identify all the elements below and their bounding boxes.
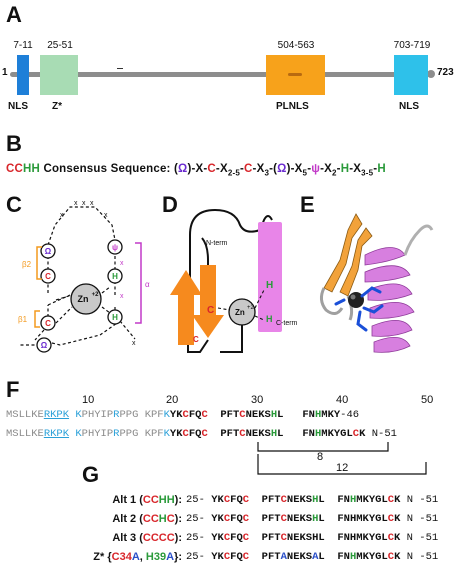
nls1-label: NLS — [8, 101, 28, 112]
alt2-label: Alt 2 (CCHC): — [112, 513, 182, 525]
svg-text:H: H — [266, 280, 273, 291]
nls2-range: 703-719 — [393, 40, 431, 51]
panel-label-c: C — [6, 192, 22, 217]
alpha-helix-bar — [258, 222, 282, 332]
svg-text:x: x — [60, 212, 64, 219]
svg-text:x: x — [90, 200, 94, 207]
svg-text:β1: β1 — [18, 315, 28, 324]
svg-text:α: α — [145, 280, 150, 289]
svg-text:x: x — [120, 260, 124, 267]
sequence-row-1: MSLLKERKPK KPHYIPRPPG KPFKYKCFQC PFTCNEK… — [6, 409, 360, 421]
svg-text:x: x — [104, 212, 108, 219]
svg-text:Zn: Zn — [235, 308, 245, 317]
svg-text:x: x — [82, 200, 86, 207]
spacing-brackets — [257, 442, 427, 475]
bracket-8-label: 8 — [317, 451, 324, 463]
plnls-range: 504-563 — [277, 40, 315, 51]
nls2-domain — [394, 55, 428, 95]
svg-text:x: x — [74, 200, 78, 207]
panel-e-protein-structure — [319, 213, 434, 353]
his-residue-2 — [107, 309, 123, 325]
consensus-sequence-line: CCHH Consensus Sequence: (Ω)-X-C-X2-5-C-… — [6, 163, 386, 177]
beta-strand-down — [192, 265, 224, 338]
svg-text:H: H — [266, 314, 273, 324]
tick-20: 20 — [166, 394, 179, 406]
alt2-sequence: 25- YKCFQC PFTCNEKSHL FNHMKYGLCK N -51 — [186, 513, 439, 525]
cchh-c: CC — [6, 163, 24, 175]
zstar-mutant-sequence: 25- YKCFQC PFTANEKSAL FNHMKYGLCK N -51 — [186, 551, 439, 563]
bracket-12-label: 12 — [336, 462, 349, 474]
panel-label-b: B — [6, 131, 22, 156]
backbone-tick — [117, 68, 123, 69]
cys-residue-1 — [40, 268, 56, 284]
panel-label-g: G — [82, 462, 100, 487]
omega-residue-bottom — [36, 337, 52, 353]
panel-label-d: D — [162, 192, 178, 217]
start-position: 1 — [2, 67, 8, 78]
consensus-seq: (Ω)-X-C-X2-5-C-X3-(Ω)-X5-ψ-X2-H-X3-5-H — [173, 163, 386, 178]
alt3-sequence: 25- YKCFQC PFTCNEKSHL FNHMKYGLCK N -51 — [186, 532, 439, 544]
svg-text:x: x — [132, 340, 136, 347]
backbone-end-cap — [427, 70, 435, 78]
beta-strand-up — [170, 270, 202, 345]
alt3-label: Alt 3 (CCCC): — [112, 532, 182, 544]
panel-label-a: A — [6, 2, 22, 27]
svg-text:x: x — [120, 293, 124, 300]
svg-text:C: C — [193, 335, 199, 344]
svg-text:N-term: N-term — [206, 240, 228, 247]
svg-text:C: C — [207, 305, 214, 316]
consensus-title: Consensus Sequence: — [43, 163, 171, 175]
svg-text:+2: +2 — [247, 305, 255, 311]
omega-residue-top — [40, 243, 56, 259]
svg-text:Ω: Ω — [45, 247, 52, 256]
zstar-label: Z* — [52, 101, 62, 112]
psi-residue — [107, 239, 123, 255]
cys-residue-2 — [40, 315, 56, 331]
svg-text:β2: β2 — [22, 260, 32, 269]
zstar-range: 25-51 — [47, 40, 73, 51]
svg-text:Ω: Ω — [41, 341, 48, 350]
panel-label-f: F — [6, 377, 20, 402]
zinc-ion — [70, 283, 102, 315]
bracket-12 — [257, 454, 427, 475]
nls1-range: 7-11 — [13, 40, 33, 51]
panel-label-e: E — [300, 192, 315, 217]
zinc-ion-d — [228, 298, 256, 326]
zstar-mutant-label: Z* {C34A, H39A}: — [93, 551, 182, 563]
end-position: 723 — [437, 67, 454, 78]
svg-text:H: H — [112, 313, 118, 322]
zstar-domain — [40, 55, 78, 95]
alt1-sequence: 25- YKCFQC PFTCNEKSHL FNHMKYGLCK N -51 — [186, 494, 439, 506]
bracket-8 — [257, 442, 389, 452]
svg-text:C: C — [45, 319, 51, 328]
tick-30: 30 — [251, 394, 264, 406]
his-residue-1 — [107, 268, 123, 284]
tick-10: 10 — [82, 394, 95, 406]
panel-d-fold-cartoon: N-term C-term Zn +2 C C H H — [170, 208, 298, 353]
cchh-h: HH — [23, 163, 41, 175]
svg-text:Zn: Zn — [78, 294, 89, 304]
plnls-mark — [288, 73, 302, 76]
nls1-domain — [17, 55, 29, 95]
sequence-row-2: MSLLKERKPK KPHYIPRPPG KPFKYKCFQC PFTCNEK… — [6, 428, 397, 440]
alt1-label: Alt 1 (CCHH): — [112, 494, 182, 506]
plnls-label: PLNLS — [276, 101, 309, 112]
svg-text:ψ: ψ — [112, 243, 118, 252]
svg-text:C: C — [45, 272, 51, 281]
svg-text:+2: +2 — [92, 292, 100, 298]
tick-40: 40 — [336, 394, 349, 406]
tick-50: 50 — [421, 394, 434, 406]
svg-text:C-term: C-term — [276, 320, 298, 327]
svg-text:H: H — [112, 272, 118, 281]
nls2-label: NLS — [399, 101, 419, 112]
protein-backbone — [10, 72, 430, 77]
